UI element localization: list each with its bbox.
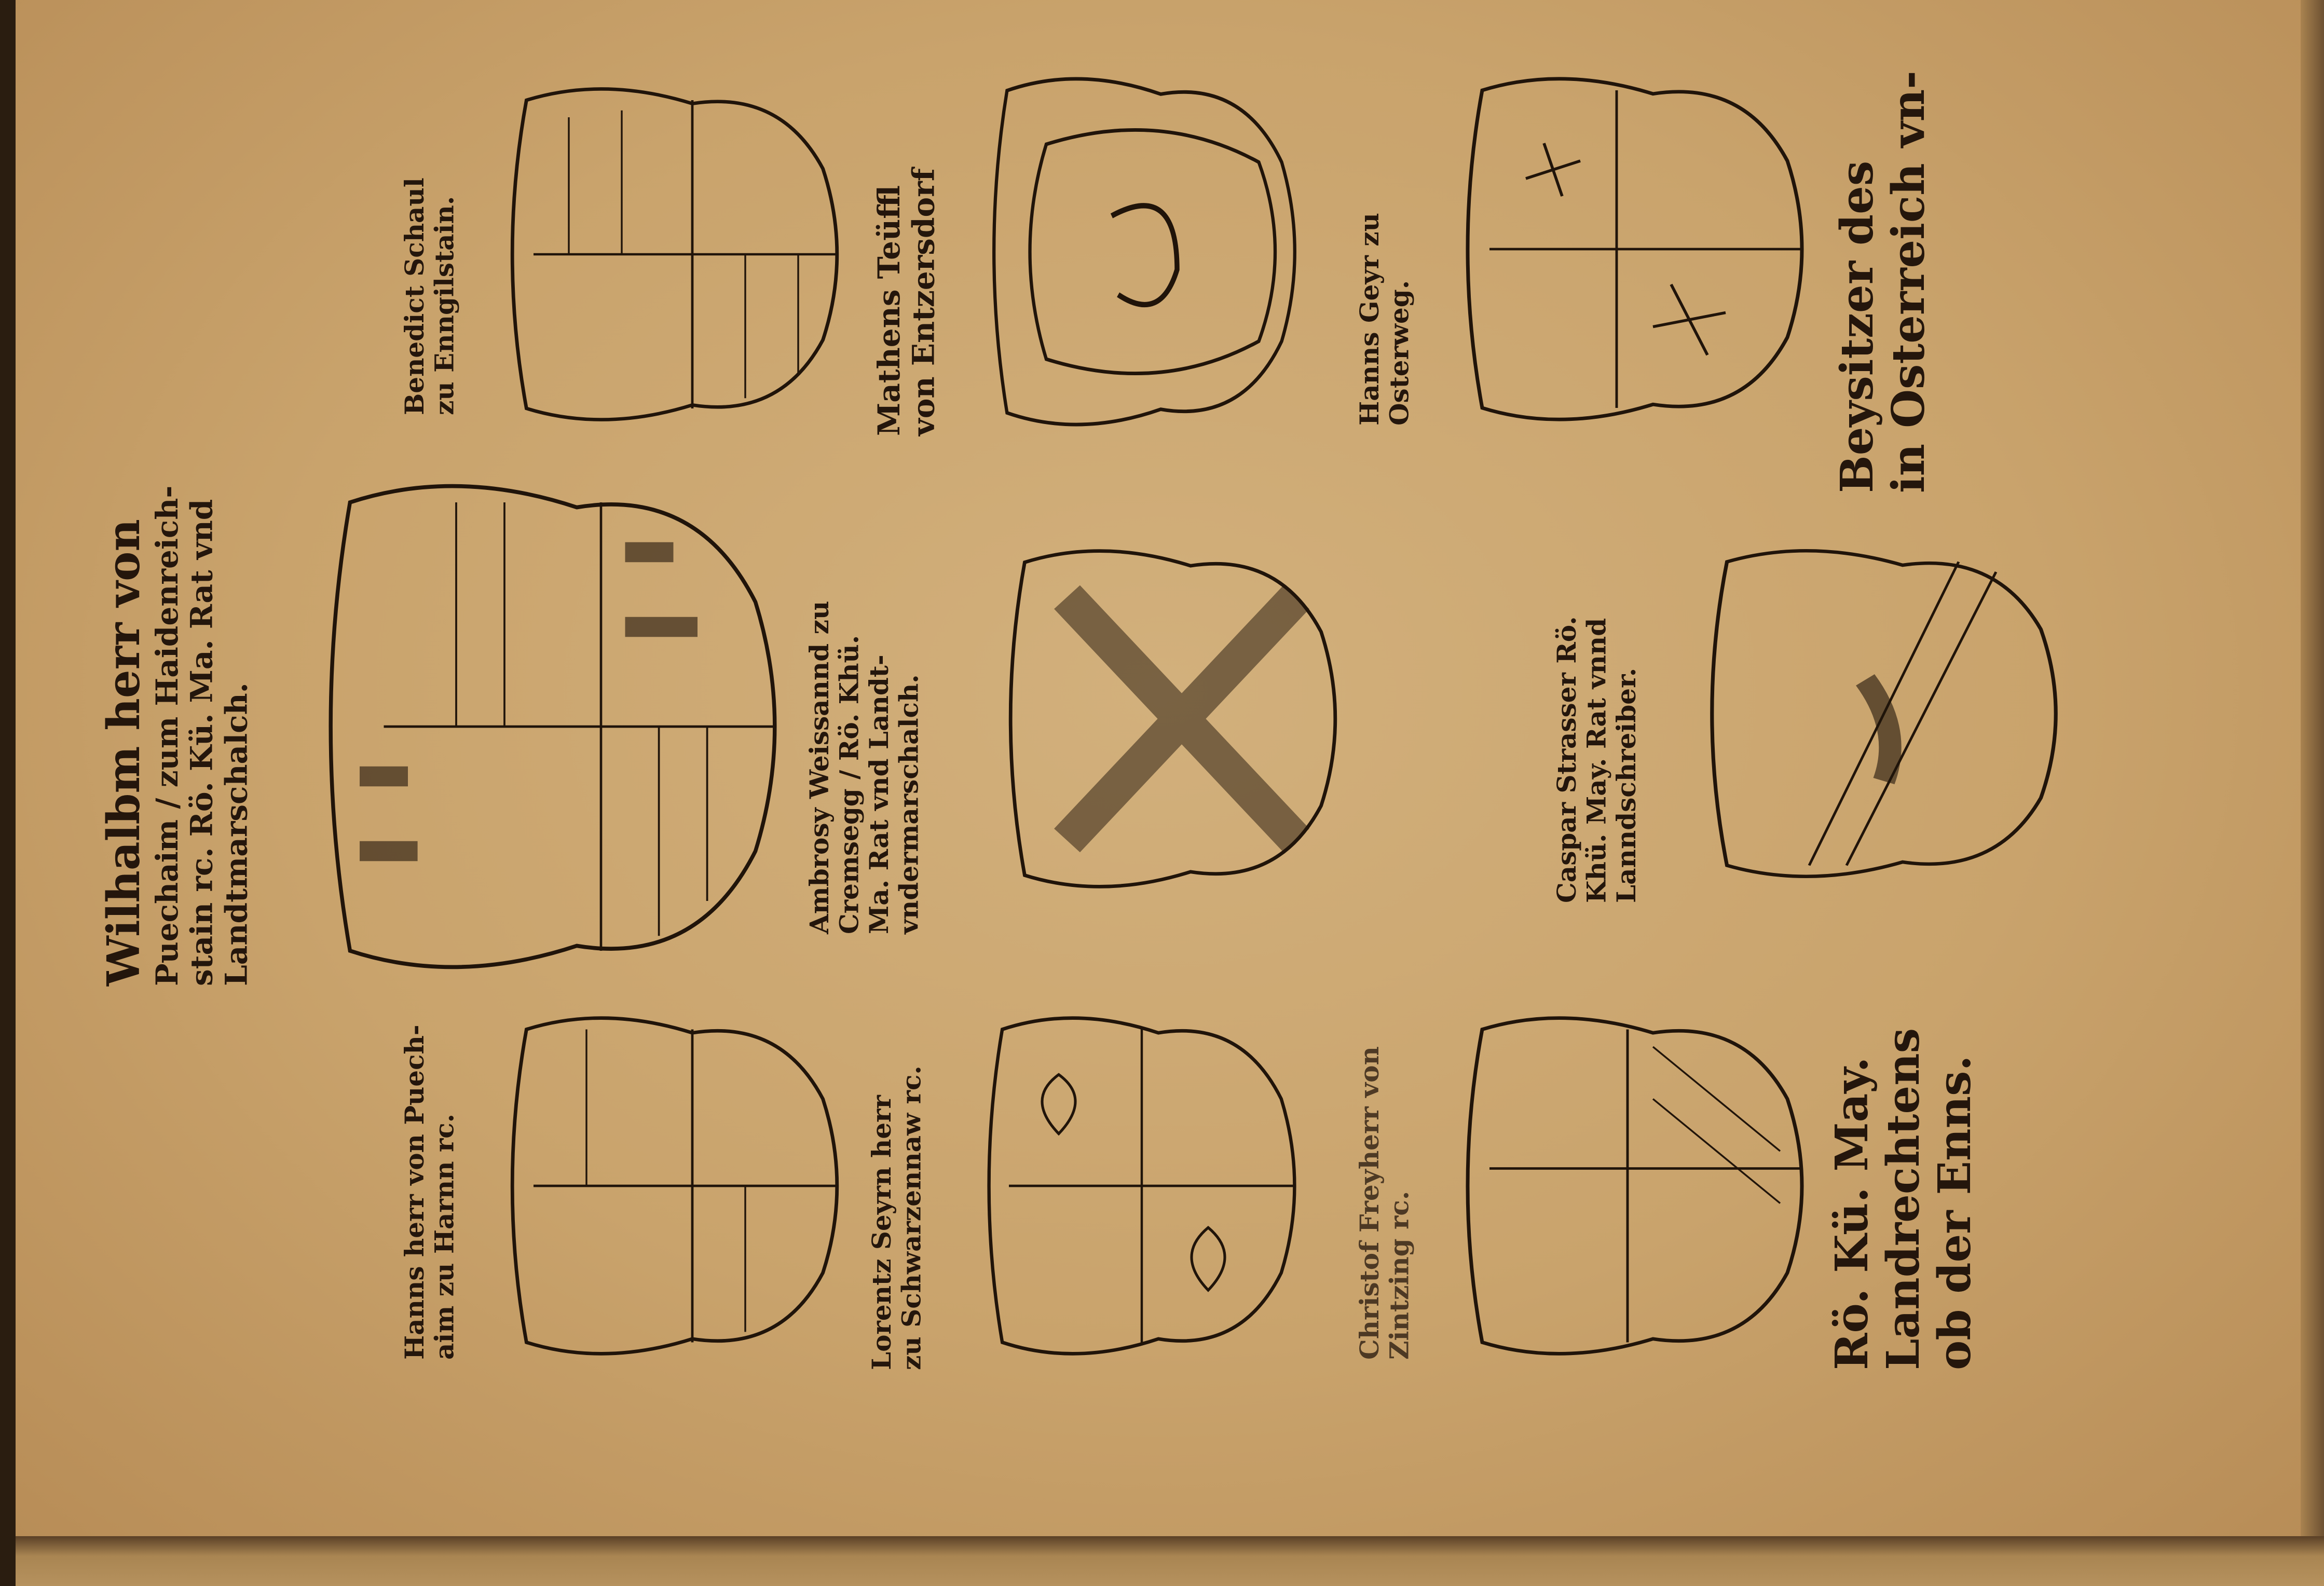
facing-page-edge bbox=[16, 1536, 2324, 1586]
caption-benedict: Benedict Schaul zu Enngilstain. bbox=[399, 177, 460, 415]
coat-of-arms-christof bbox=[1466, 1016, 1804, 1356]
heading-landrechtens: Rö. Kü. May. Landrechtens ob der Enns. bbox=[1826, 1028, 1981, 1370]
coat-of-arms-hanns-puechaim bbox=[510, 1016, 839, 1356]
caption-ambrosy: Ambrosy Weissannd zu Cremsegg / Rö. Khü.… bbox=[804, 600, 924, 934]
page-edge bbox=[2301, 0, 2324, 1536]
coat-of-arms-hanns-geyr bbox=[1466, 77, 1804, 421]
caption-hanns-geyr: Hanns Geyr zu Osterweg. bbox=[1354, 213, 1415, 426]
coat-of-arms-wilhalbm bbox=[329, 484, 777, 969]
coat-of-arms-benedict bbox=[510, 87, 839, 421]
caption-caspar: Caspar Strasser Rö. Khü. May. Rat vnnd L… bbox=[1551, 616, 1642, 903]
caption-hanns-puechaim: Hanns herr von Puech- aim zu Harnn rc. bbox=[399, 1024, 460, 1360]
heading-beysitzer: Beysitzer des in Osterreich vn- bbox=[1831, 71, 1935, 493]
coat-of-arms-lorentz bbox=[987, 1016, 1296, 1356]
book-spine-edge bbox=[0, 0, 16, 1586]
coat-of-arms-ambrosy bbox=[1008, 549, 1337, 888]
coat-of-arms-mathens bbox=[992, 77, 1296, 427]
caption-mathens: Mathens Teüffl von Entzersdorf bbox=[871, 168, 941, 436]
caption-wilhalbm: Wilhalbm herr von Puechaim / zum Haidenr… bbox=[98, 485, 254, 986]
caption-christof: Christof Freyherr von Zintzing rc. bbox=[1354, 1046, 1415, 1360]
coat-of-arms-caspar bbox=[1710, 549, 2058, 878]
caption-lorentz: Lorentz Seyrn herr zu Schwarzennaw rc. bbox=[866, 1065, 927, 1370]
